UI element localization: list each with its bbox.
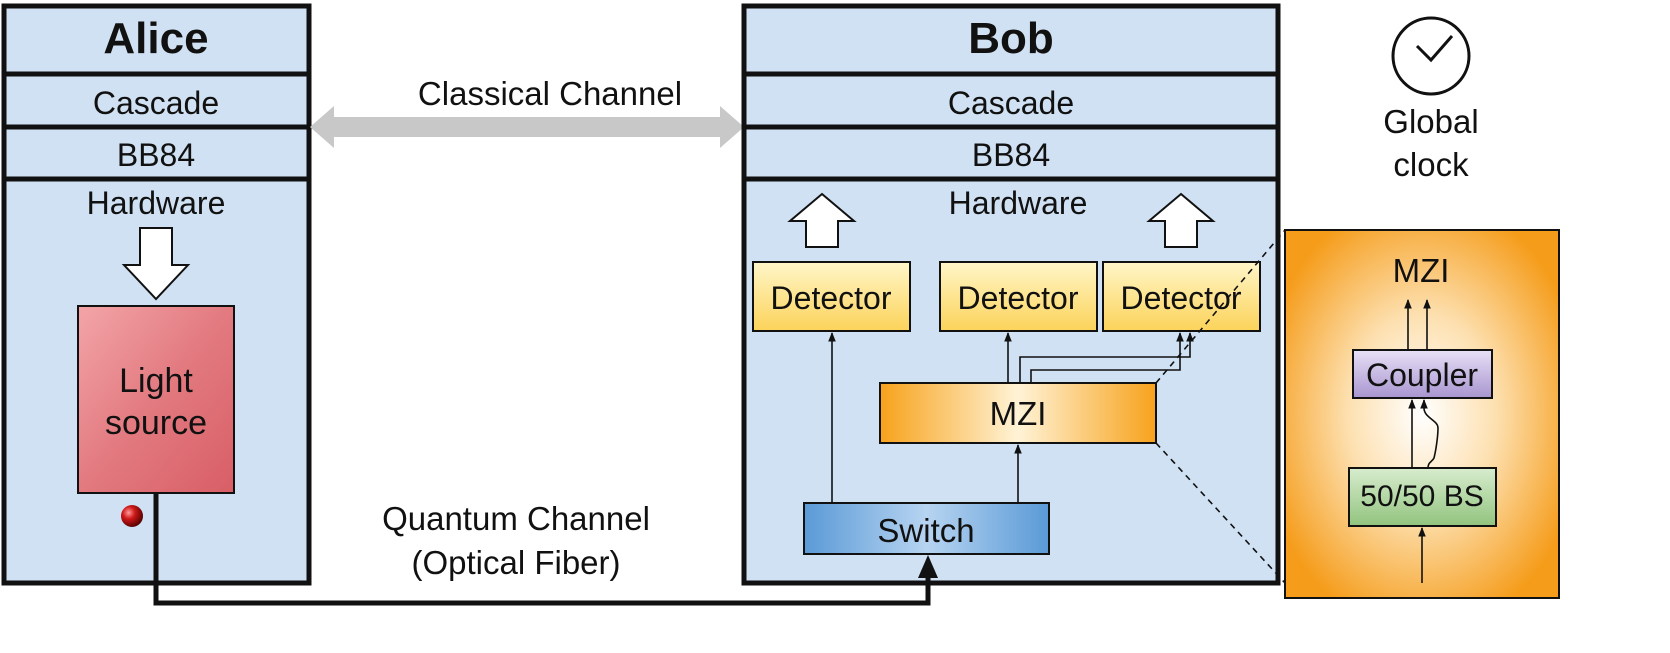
bob-up-arrow-left-icon: [787, 192, 857, 248]
bob-up-arrow-right-icon: [1146, 192, 1216, 248]
detector-label-1: Detector: [771, 280, 892, 316]
alice-cascade-label: Cascade: [93, 85, 219, 121]
alice-panel: Alice Cascade BB84 Hardware Light source: [1, 3, 312, 586]
optical-fiber-line: [153, 493, 938, 606]
mzi-box: [879, 382, 1157, 444]
quantum-channel: Quantum Channel (Optical Fiber): [382, 500, 650, 581]
fiber-arrowhead-icon: [918, 555, 938, 578]
switch-box: [803, 502, 1050, 555]
light-source-label-2: source: [105, 404, 207, 442]
alice-title: Alice: [103, 14, 208, 63]
switch-label: Switch: [877, 512, 974, 549]
splitter-box: [1348, 467, 1497, 527]
clock-icon: [1391, 16, 1471, 96]
alice-down-arrow-icon: [121, 227, 191, 301]
quantum-channel-label-1: Quantum Channel: [382, 500, 650, 537]
classical-channel-label: Classical Channel: [418, 75, 682, 112]
bob-panel: Bob Cascade BB84 Hardware Detector Detec…: [741, 3, 1281, 586]
mzi-label: MZI: [990, 395, 1047, 432]
clock-label-2: clock: [1393, 146, 1469, 183]
light-source-label-1: Light: [119, 362, 193, 400]
clock-hands-icon: [1415, 35, 1454, 63]
detector-label-2: Detector: [958, 280, 1079, 316]
bob-title: Bob: [968, 14, 1054, 63]
global-clock: Global clock: [1383, 16, 1479, 183]
splitter-label: 50/50 BS: [1360, 480, 1483, 513]
clock-label-1: Global: [1383, 103, 1478, 140]
bob-bb84-label: BB84: [972, 137, 1050, 173]
quantum-channel-label-2: (Optical Fiber): [411, 544, 620, 581]
inset-paths: [1404, 299, 1439, 583]
zoom-lines: [1155, 229, 1286, 584]
bob-cascade-label: Cascade: [948, 85, 1074, 121]
detector-box-2: [939, 261, 1098, 332]
detector-label-3: Detector: [1121, 280, 1242, 316]
alice-bb84-label: BB84: [117, 137, 195, 173]
bob-connections: [828, 332, 1194, 503]
coupler-label: Coupler: [1366, 357, 1478, 393]
detector-box-1: [752, 261, 911, 332]
classical-channel: Classical Channel: [310, 75, 744, 148]
photon-icon: [121, 505, 143, 527]
detector-box-3: [1102, 261, 1261, 332]
inset-title: MZI: [1393, 252, 1450, 289]
mzi-inset: MZI Coupler 50/50 BS: [1284, 229, 1560, 599]
classical-channel-arrow-icon: [310, 106, 744, 148]
bob-hardware-label: Hardware: [949, 185, 1088, 221]
coupler-box: [1352, 349, 1493, 399]
alice-hardware-label: Hardware: [87, 185, 226, 221]
